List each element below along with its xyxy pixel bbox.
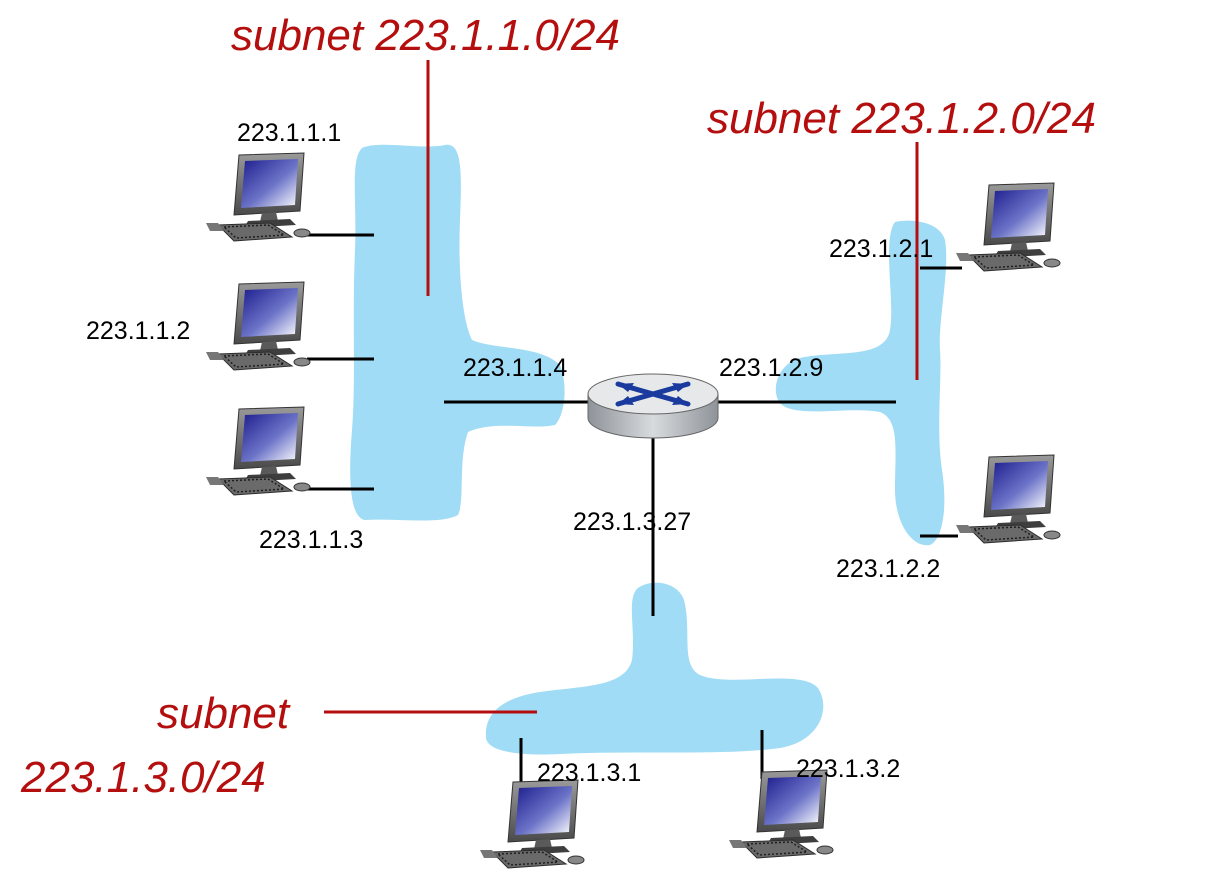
- subnet-label-223-1-3-line1: subnet: [157, 689, 291, 738]
- ip-label-223-1-1-1: 223.1.1.1: [237, 119, 341, 147]
- computer-icon-223-1-1-1: [205, 152, 311, 242]
- computer-icon-223-1-3-1: [479, 779, 585, 869]
- ip-label-router-if2: 223.1.2.9: [719, 354, 823, 382]
- ip-label-223-1-3-1: 223.1.3.1: [537, 759, 641, 787]
- ip-label-router-if1: 223.1.1.4: [463, 354, 567, 382]
- ip-label-223-1-2-2: 223.1.2.2: [836, 555, 940, 583]
- ip-label-router-if3: 223.1.3.27: [573, 508, 691, 536]
- ip-label-223-1-2-1: 223.1.2.1: [829, 235, 933, 263]
- ip-label-223-1-3-2: 223.1.3.2: [796, 755, 900, 783]
- computer-icon-223-1-1-3: [205, 406, 311, 496]
- subnet-label-223-1-2: subnet 223.1.2.0/24: [707, 94, 1096, 143]
- ip-label-223-1-1-2: 223.1.1.2: [86, 317, 190, 345]
- subnet-223-1-2-blob: [775, 220, 947, 546]
- links: [307, 233, 962, 785]
- computer-icon-223-1-3-2: [728, 769, 834, 859]
- subnet-223-1-3-blob: [485, 582, 824, 755]
- computer-icon-223-1-1-2: [205, 281, 311, 371]
- ip-label-223-1-1-3: 223.1.1.3: [259, 526, 363, 554]
- subnet-223-1-1-blob: [350, 144, 565, 521]
- subnet-label-223-1-1: subnet 223.1.1.0/24: [231, 11, 620, 60]
- subnet-label-223-1-3-line2: 223.1.3.0/24: [20, 753, 266, 802]
- router-icon: [587, 373, 719, 439]
- computer-icon-223-1-2-1: [955, 182, 1061, 272]
- computer-icon-223-1-2-2: [955, 454, 1061, 544]
